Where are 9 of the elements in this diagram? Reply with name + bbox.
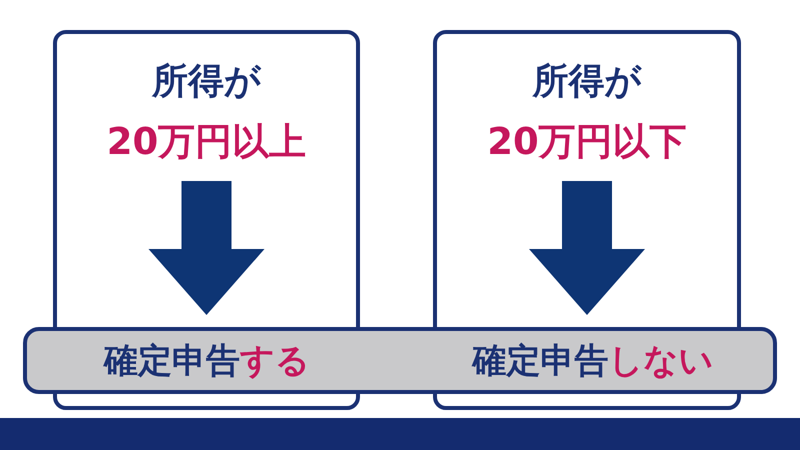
condition-text: 所得が <box>152 60 261 104</box>
condition-text: 所得が <box>532 60 642 104</box>
result-text: 確定申告しない <box>472 340 714 382</box>
result-text: 確定申告する <box>104 340 310 382</box>
down-arrow <box>148 181 264 315</box>
amount-text: 20万円以下 <box>487 120 687 164</box>
result-band <box>23 327 777 394</box>
down-arrow <box>529 181 645 315</box>
amount-text: 20万円以上 <box>106 120 306 164</box>
